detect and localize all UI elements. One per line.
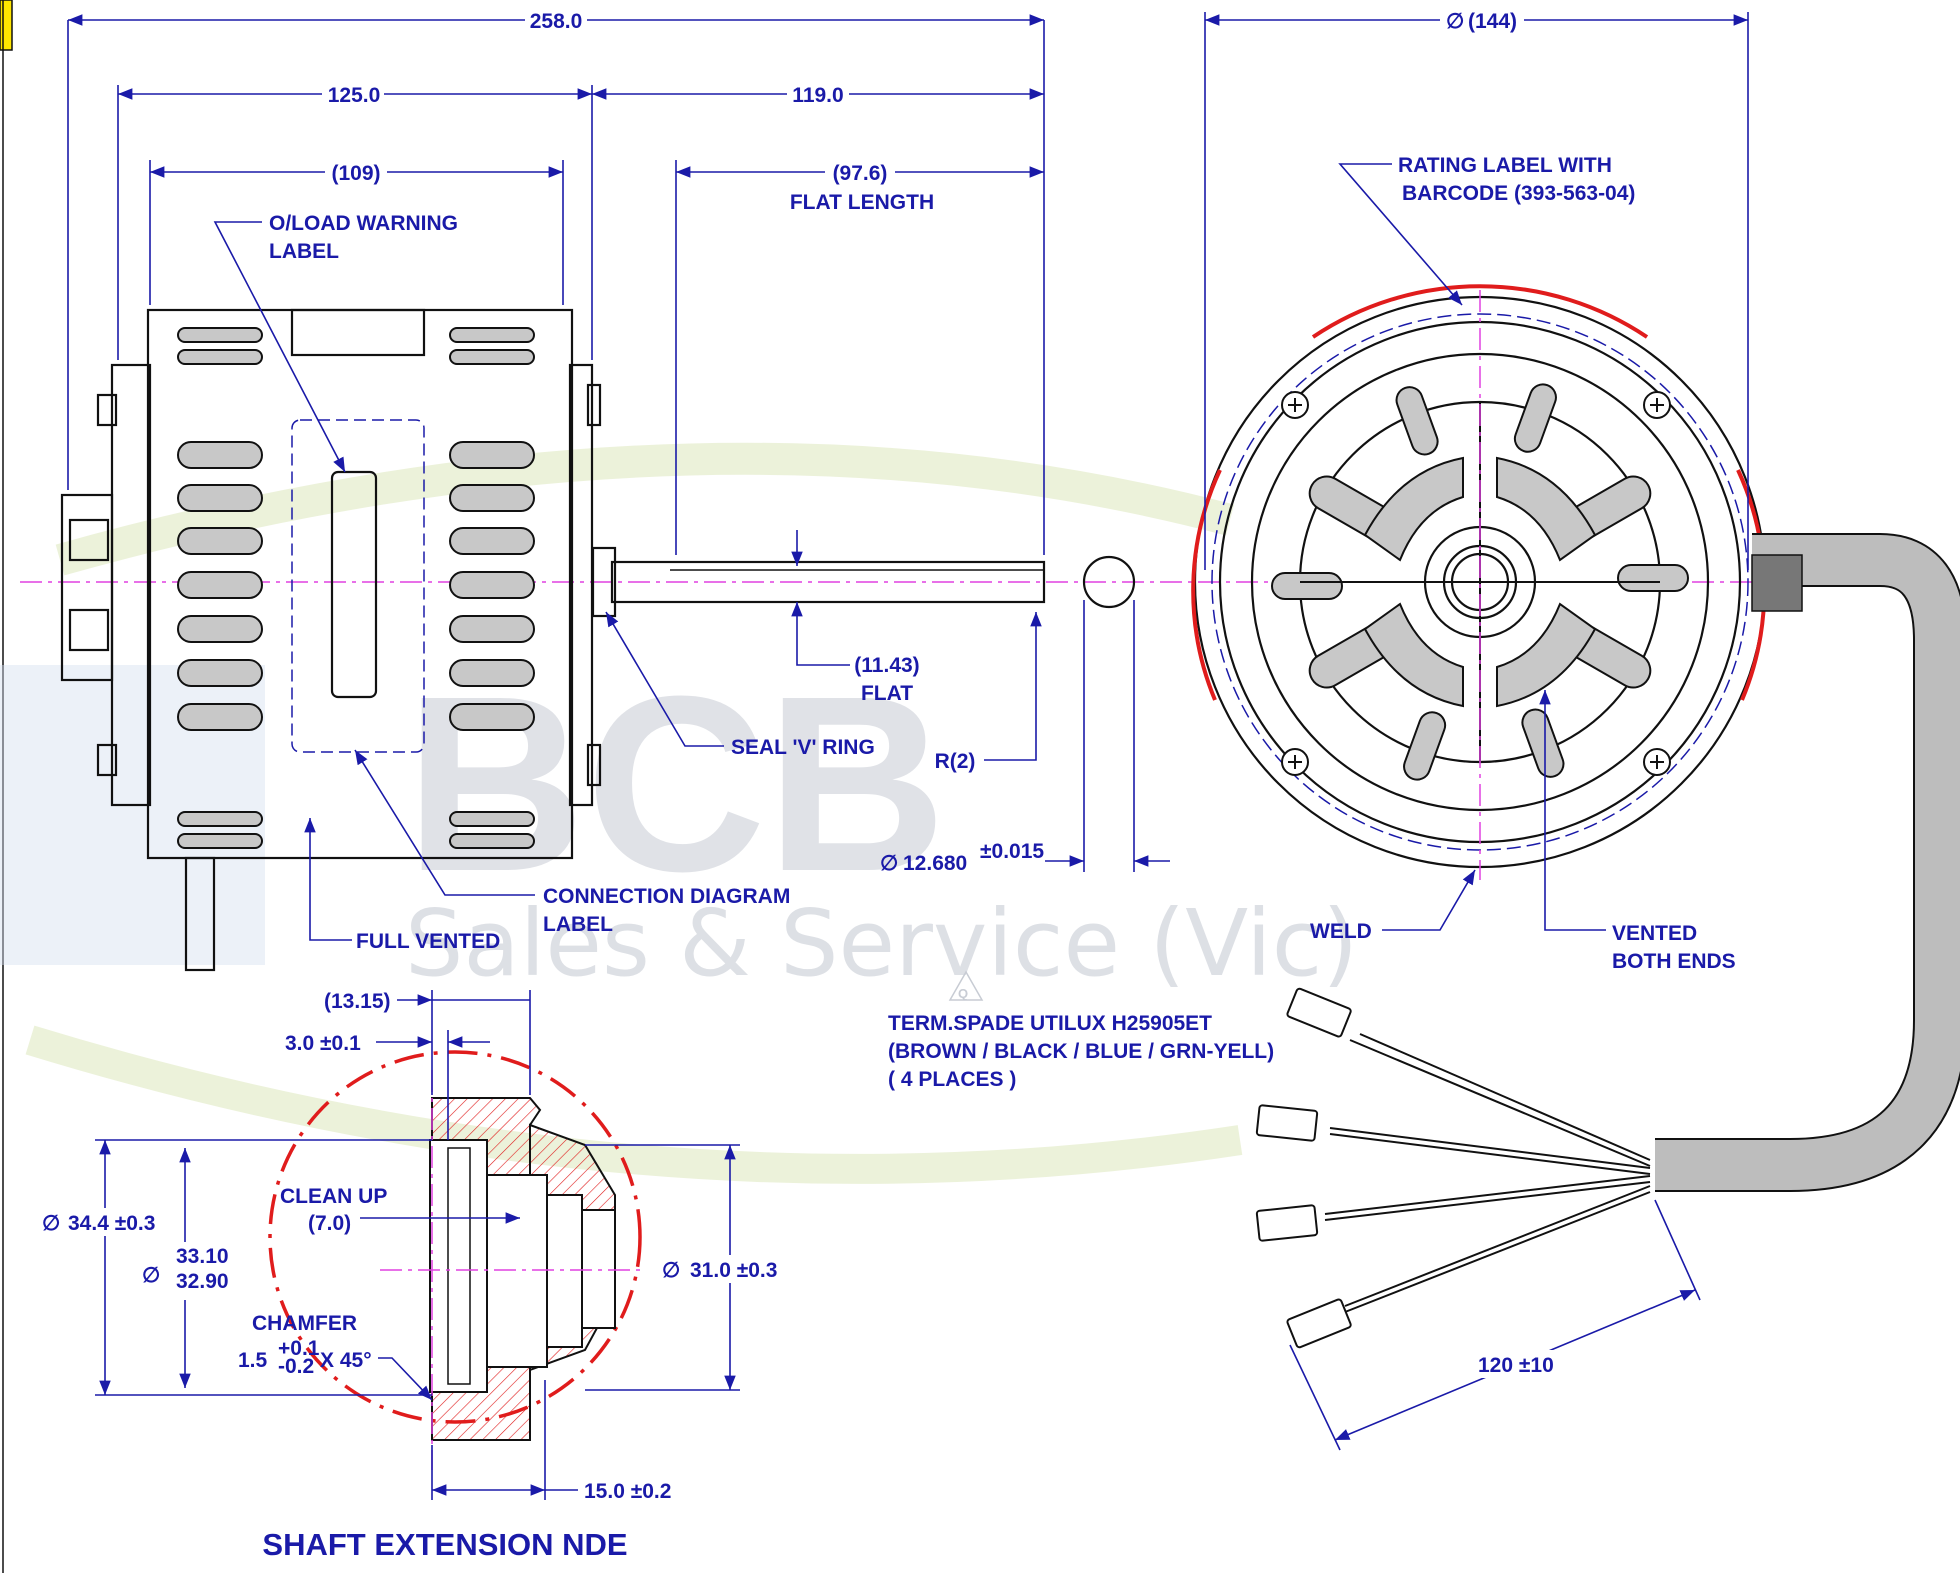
callout-chamfer-plus: +0.1 — [278, 1337, 320, 1360]
dim-flat-depth-value: (11.43) — [854, 654, 919, 677]
dim-flat-length-label: FLAT LENGTH — [790, 191, 934, 214]
callout-oload-line1: O/LOAD WARNING — [269, 212, 458, 235]
page-title: SHAFT EXTENSION NDE — [262, 1527, 627, 1562]
callout-clean-up: CLEAN UP — [280, 1185, 387, 1208]
dim-detail-13-15: (13.15) — [324, 990, 391, 1013]
dim-detail-15-0: 15.0 ±0.2 — [584, 1480, 671, 1503]
dim-detail-32-90: 32.90 — [176, 1270, 229, 1293]
dim-shaft-diameter: 12.680 — [903, 852, 967, 875]
dim-detail-34-4-symbol: ∅ — [42, 1212, 60, 1235]
callout-vented-line1: VENTED — [1612, 922, 1697, 945]
callout-chamfer: CHAMFER — [252, 1312, 357, 1335]
dim-overall-length: 258.0 — [530, 10, 583, 33]
dim-shaft-diameter-symbol: ∅ — [880, 852, 898, 875]
callout-connection-line1: CONNECTION DIAGRAM — [543, 885, 790, 908]
callout-seal-ring: SEAL 'V' RING — [731, 736, 875, 759]
callout-connection-line2: LABEL — [543, 913, 613, 936]
dim-flat-depth-label: FLAT — [861, 682, 913, 705]
callout-chamfer-angle: X 45° — [320, 1349, 372, 1372]
watermark-brand: BCB — [405, 644, 947, 923]
callout-weld: WELD — [1310, 920, 1372, 943]
callout-chamfer-minus: -0.2 — [278, 1355, 314, 1378]
side-dimensions: 258.0 125.0 119.0 (109) (97.6) FLAT LENG… — [67, 6, 1170, 875]
side-callouts: O/LOAD WARNING LABEL CONNECTION DIAGRAM … — [213, 212, 875, 953]
end-dimensions: ∅ (144) RATING LABEL WITH BARCODE (393-5… — [888, 6, 1749, 1451]
dim-body-length: 125.0 — [328, 84, 381, 107]
dim-detail-3-0: 3.0 ±0.1 — [285, 1032, 361, 1055]
dim-frame-diameter: (144) — [1468, 10, 1517, 33]
dim-frame-diameter-symbol: ∅ — [1446, 10, 1464, 33]
side-view-motor — [60, 308, 1136, 972]
dim-shaft-tolerance: ±0.015 — [980, 840, 1044, 863]
dim-inner-length: (109) — [331, 162, 380, 185]
callout-rating-line2: BARCODE (393-563-04) — [1402, 182, 1635, 205]
callout-term-line2: (BROWN / BLACK / BLUE / GRN-YELL) — [888, 1040, 1274, 1063]
end-view — [1191, 284, 1960, 1349]
shaft-extension-detail: (13.15) 3.0 ±0.1 ∅ 34.4 ±0.3 ∅ 33.10 32.… — [40, 990, 800, 1503]
dim-detail-34-4: 34.4 ±0.3 — [68, 1212, 155, 1235]
callout-vented-line2: BOTH ENDS — [1612, 950, 1736, 973]
callout-chamfer-base: 1.5 — [238, 1349, 268, 1372]
dim-shaft-length: 119.0 — [792, 84, 843, 107]
dim-detail-33-10: 33.10 — [176, 1245, 229, 1268]
callout-q-mark: Q — [958, 986, 968, 1001]
dim-detail-31-0: 31.0 ±0.3 — [690, 1259, 777, 1282]
callout-term-line1: TERM.SPADE UTILUX H25905ET — [888, 1012, 1212, 1035]
dim-detail-31-symbol: ∅ — [662, 1259, 680, 1282]
callout-term-line3: ( 4 PLACES ) — [888, 1068, 1016, 1091]
dim-radius: R(2) — [935, 750, 976, 773]
callout-oload-line2: LABEL — [269, 240, 339, 263]
callout-rating-line1: RATING LABEL WITH — [1398, 154, 1612, 177]
callout-clean-up-value: (7.0) — [308, 1212, 351, 1235]
corner-tag — [0, 0, 13, 51]
dim-flat-length-value: (97.6) — [833, 162, 888, 185]
dim-lead-length: 120 ±10 — [1478, 1354, 1554, 1377]
watermark-tagline: Sales & Service (Vic) — [405, 890, 1358, 997]
dim-detail-33-symbol: ∅ — [142, 1264, 160, 1287]
callout-full-vented: FULL VENTED — [356, 930, 500, 953]
